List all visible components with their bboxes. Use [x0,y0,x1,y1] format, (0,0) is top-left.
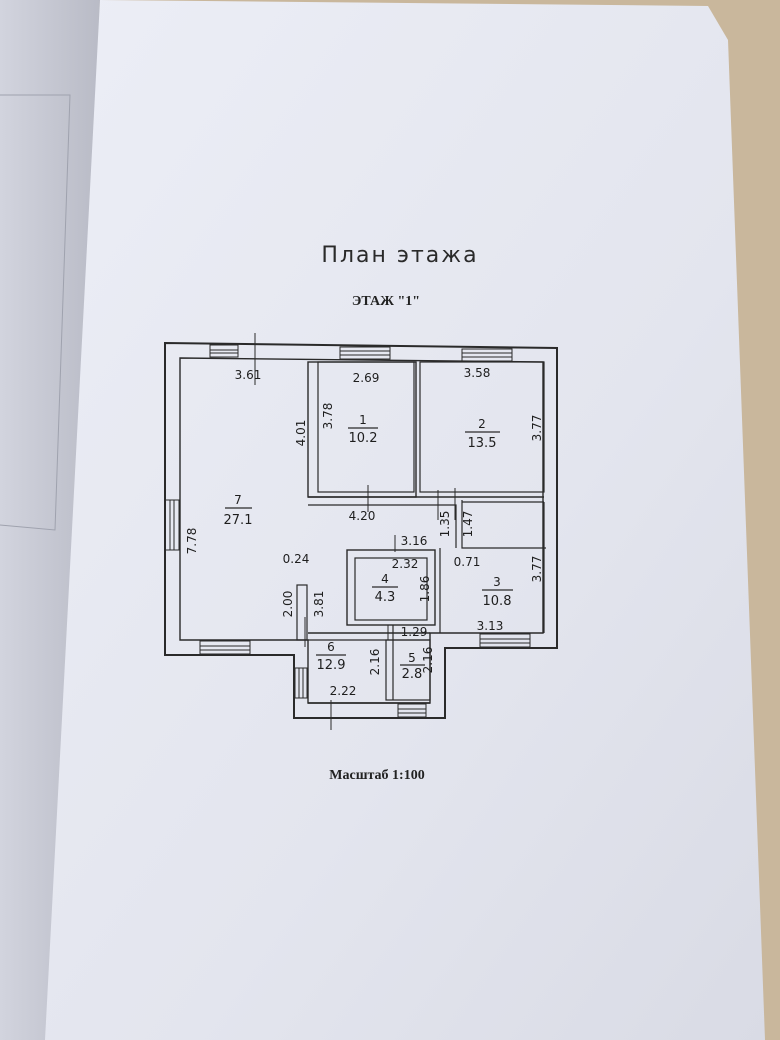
room-3-area: 10.8 [483,594,512,609]
room-2-area: 13.5 [468,436,497,451]
dim-corridor-short-2: 1.47 [461,511,475,538]
dim-room7-partition: 4.01 [294,420,308,447]
document-page [45,0,765,1040]
floor-plan [164,333,558,730]
dim-room4-side: 1.86 [418,576,432,603]
dim-room3-gap: 0.71 [454,555,481,569]
dim-room4-top-outer: 3.16 [401,534,428,548]
room-labels: 1 10.2 2 13.5 3 10.8 4 4.3 5 2.8 6 12.9 … [224,413,512,682]
room-2-outline [419,361,545,493]
room-7-number: 7 [234,493,242,507]
dim-room2-side: 3.77 [530,415,544,442]
plan-heading: План этажа [321,243,478,268]
room-3-number: 3 [493,575,501,589]
dim-corridor: 4.20 [349,509,376,523]
dim-room6-inner: 2.16 [368,649,382,676]
room-5-area: 2.8 [402,667,423,682]
room-4-outline [346,549,436,626]
dim-room3-bottom: 3.13 [477,619,504,633]
room-1-inner [317,361,415,493]
dim-room5-side: 2.16 [421,647,435,674]
room-6-area: 12.9 [317,658,346,673]
dim-room7-side: 7.78 [185,528,199,555]
dim-room1-top: 2.69 [353,371,380,385]
dimension-labels: 3.61 2.69 3.58 3.78 4.01 3.77 7.78 4.20 … [185,366,544,698]
room-5-number: 5 [408,651,416,665]
dim-room6-bottom: 2.22 [330,684,357,698]
room-label-bars [225,427,513,666]
room-4-area: 4.3 [375,590,396,605]
dim-partition-gap: 0.24 [283,552,310,566]
dim-room1-side: 3.78 [321,403,335,430]
room-7-area: 27.1 [224,513,253,528]
dim-partition-length: 2.00 [281,591,295,618]
room-2-number: 2 [478,417,486,431]
room-6-number: 6 [327,640,335,654]
dim-room4-top: 2.32 [392,557,419,571]
dim-room7-top: 3.61 [235,368,262,382]
dim-corridor-short: 1.35 [438,511,452,538]
dim-room2-top: 3.58 [464,366,491,380]
dimension-ticks [254,333,456,730]
previous-page-frame [0,94,71,531]
dim-room5-top: 1.29 [401,625,428,639]
outer-wall [164,341,558,719]
scale-label: Масштаб 1:100 [329,768,424,783]
dim-room6-side: 3.81 [312,591,326,618]
windows [164,344,531,718]
room-5-outline [385,639,431,701]
floor-label: ЭТАЖ "1" [352,294,420,309]
room-1-area: 10.2 [349,431,378,446]
partition-stub [296,584,308,641]
room-4-number: 4 [381,572,389,586]
corridor-partition [308,504,457,548]
room-1-number: 1 [359,413,367,427]
dim-room3-side: 3.77 [530,556,544,583]
